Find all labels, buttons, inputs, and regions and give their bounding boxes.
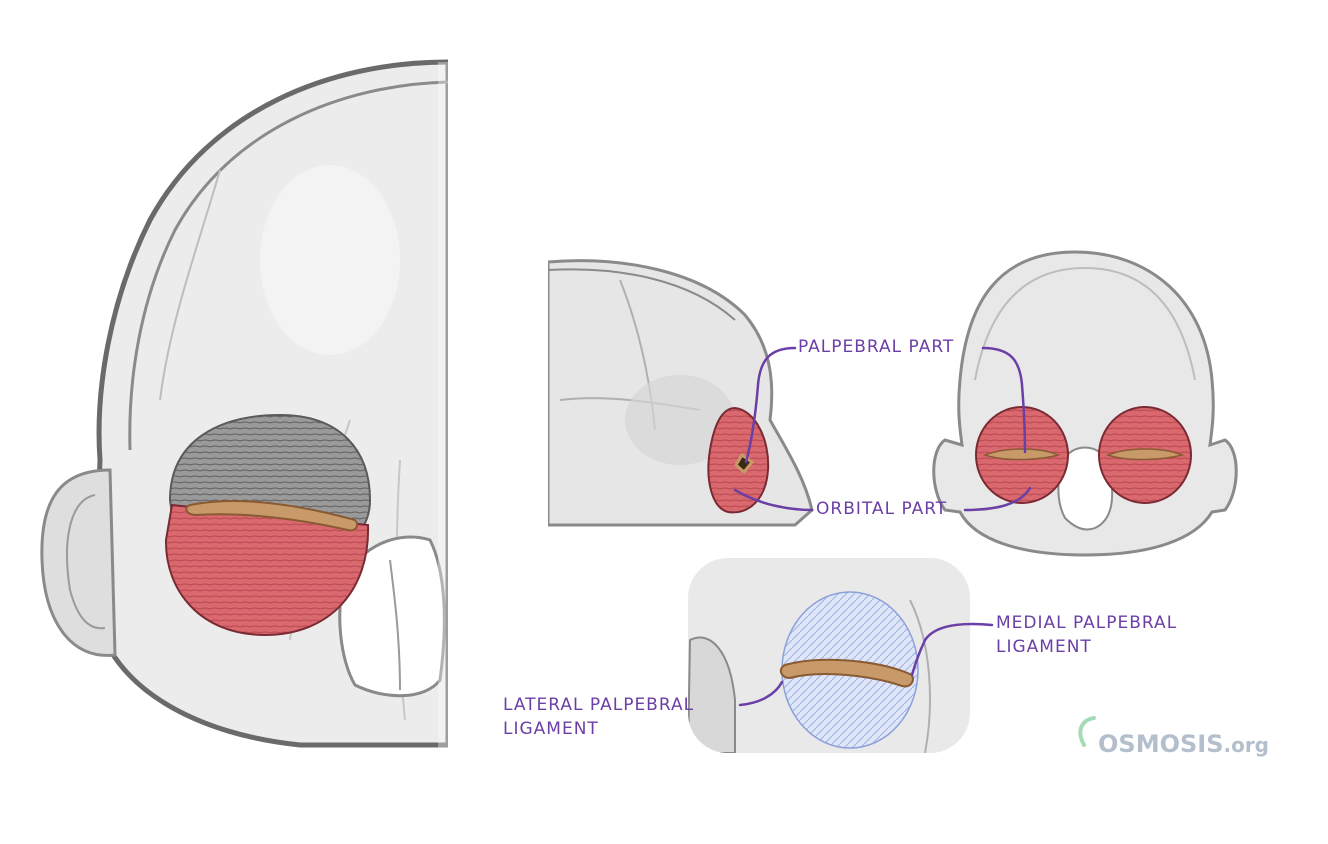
osmosis-watermark: OSMOSIS.org: [1098, 730, 1269, 758]
frontal-skull-view: [932, 250, 1238, 557]
large-skull-half-view: [40, 59, 448, 752]
orbital-leader-front: [963, 486, 1032, 512]
leader-lines: [733, 346, 1032, 707]
closeup-tarsal-plate: [779, 658, 914, 688]
watermark-brand: OSMOSIS: [1098, 730, 1224, 758]
label-medial-palpebral-ligament-1: MEDIAL PALPEBRAL: [996, 613, 1178, 633]
label-palpebral-part: PALPEBRAL PART: [798, 337, 955, 357]
orbital-leader-side: [733, 488, 814, 512]
ear: [40, 468, 117, 657]
orbicularis-lower-red: [164, 503, 370, 637]
label-lateral-palpebral-ligament-1: LATERAL PALPEBRAL: [503, 695, 695, 715]
medial-ligament-leader: [910, 622, 994, 677]
ligament-closeup: [688, 558, 970, 753]
label-orbital-part: ORBITAL PART: [816, 499, 948, 519]
palpebral-leader-front: [981, 346, 1027, 454]
frontal-nasal-cavity: [1057, 446, 1114, 531]
lateral-skull-view: [548, 259, 814, 527]
label-lateral-palpebral-ligament-2: LIGAMENT: [503, 719, 599, 739]
osmosis-logo-mark: [1078, 716, 1096, 747]
watermark-suffix: .org: [1223, 733, 1270, 757]
tarsal-plate: [185, 500, 358, 532]
palpebral-leader-side: [744, 346, 797, 464]
nasal-cavity: [338, 535, 446, 698]
label-medial-palpebral-ligament-2: LIGAMENT: [996, 637, 1092, 657]
lateral-ligament-leader: [738, 680, 784, 707]
